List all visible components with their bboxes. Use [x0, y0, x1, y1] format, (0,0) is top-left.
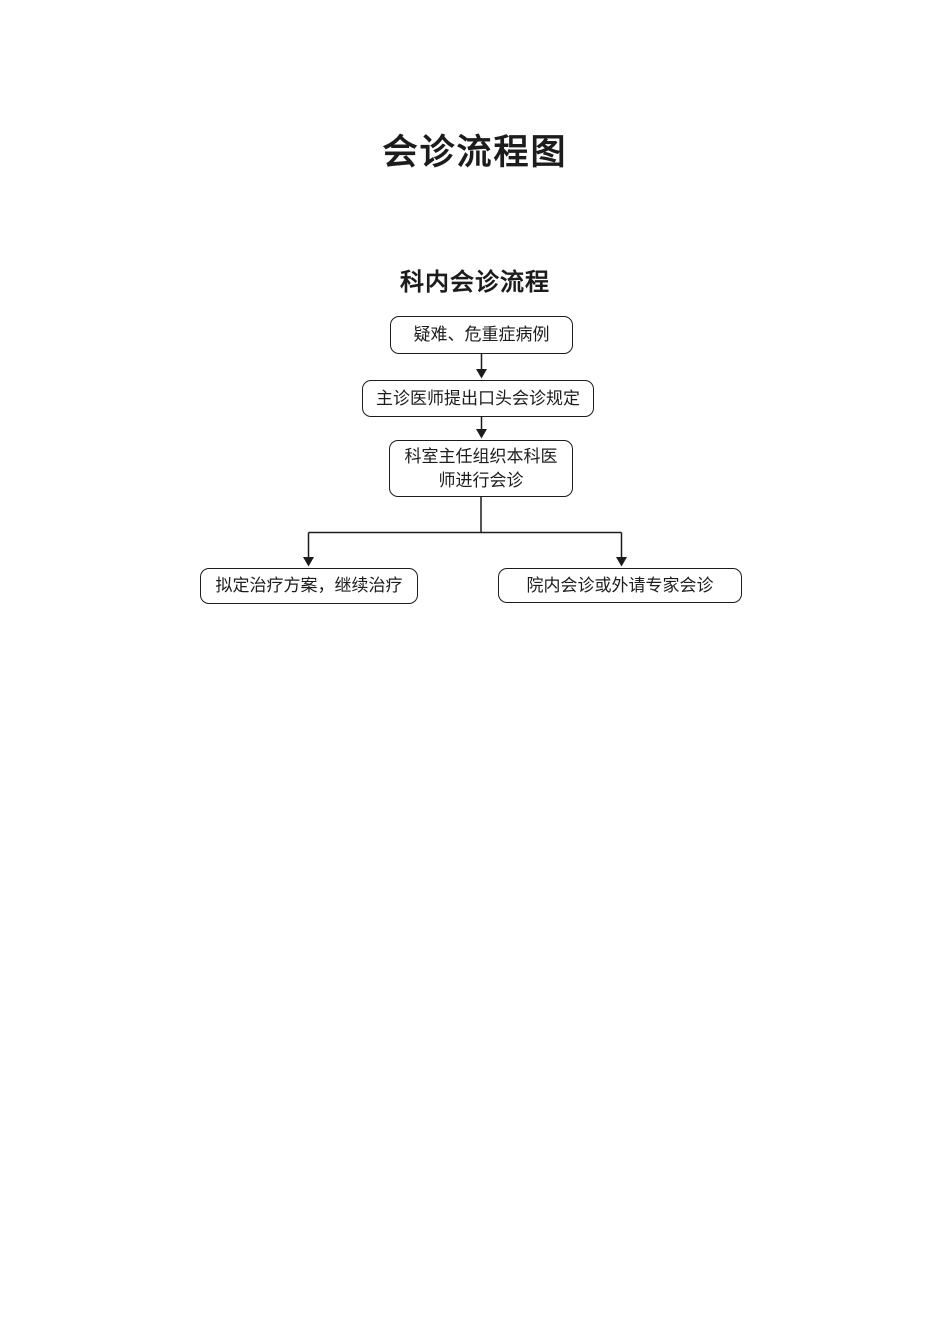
- arrowhead-branch-to-treatment-plan: [303, 557, 314, 567]
- flow-node-oral-request-label: 主诊医师提出口头会诊规定: [376, 388, 580, 408]
- flow-node-hospital-consult-label: 院内会诊或外请专家会诊: [526, 575, 714, 595]
- flow-node-treatment-plan-label: 拟定治疗方案，继续治疗: [215, 576, 403, 595]
- arrowhead-branch-to-hospital-consult: [616, 557, 627, 567]
- flow-node-hospital-consult: 院内会诊或外请专家会诊: [498, 568, 742, 603]
- flow-node-cases-label: 疑难、危重症病例: [413, 325, 550, 344]
- arrowhead-cases-to-oral-request: [476, 369, 487, 379]
- section-title: 科内会诊流程: [400, 270, 550, 296]
- flow-node-organize-consult: 科室主任组织本科医师进行会诊: [389, 440, 573, 497]
- flow-node-cases: 疑难、危重症病例: [390, 316, 573, 354]
- flow-node-organize-consult-label: 科室主任组织本科医师进行会诊: [404, 446, 558, 490]
- arrowhead-oral-request-to-organize: [476, 429, 487, 439]
- page-title: 会诊流程图: [382, 133, 568, 172]
- connector-organize-branch: [308, 497, 622, 534]
- flow-node-treatment-plan: 拟定治疗方案，继续治疗: [200, 568, 418, 604]
- flow-node-oral-request: 主诊医师提出口头会诊规定: [362, 380, 594, 417]
